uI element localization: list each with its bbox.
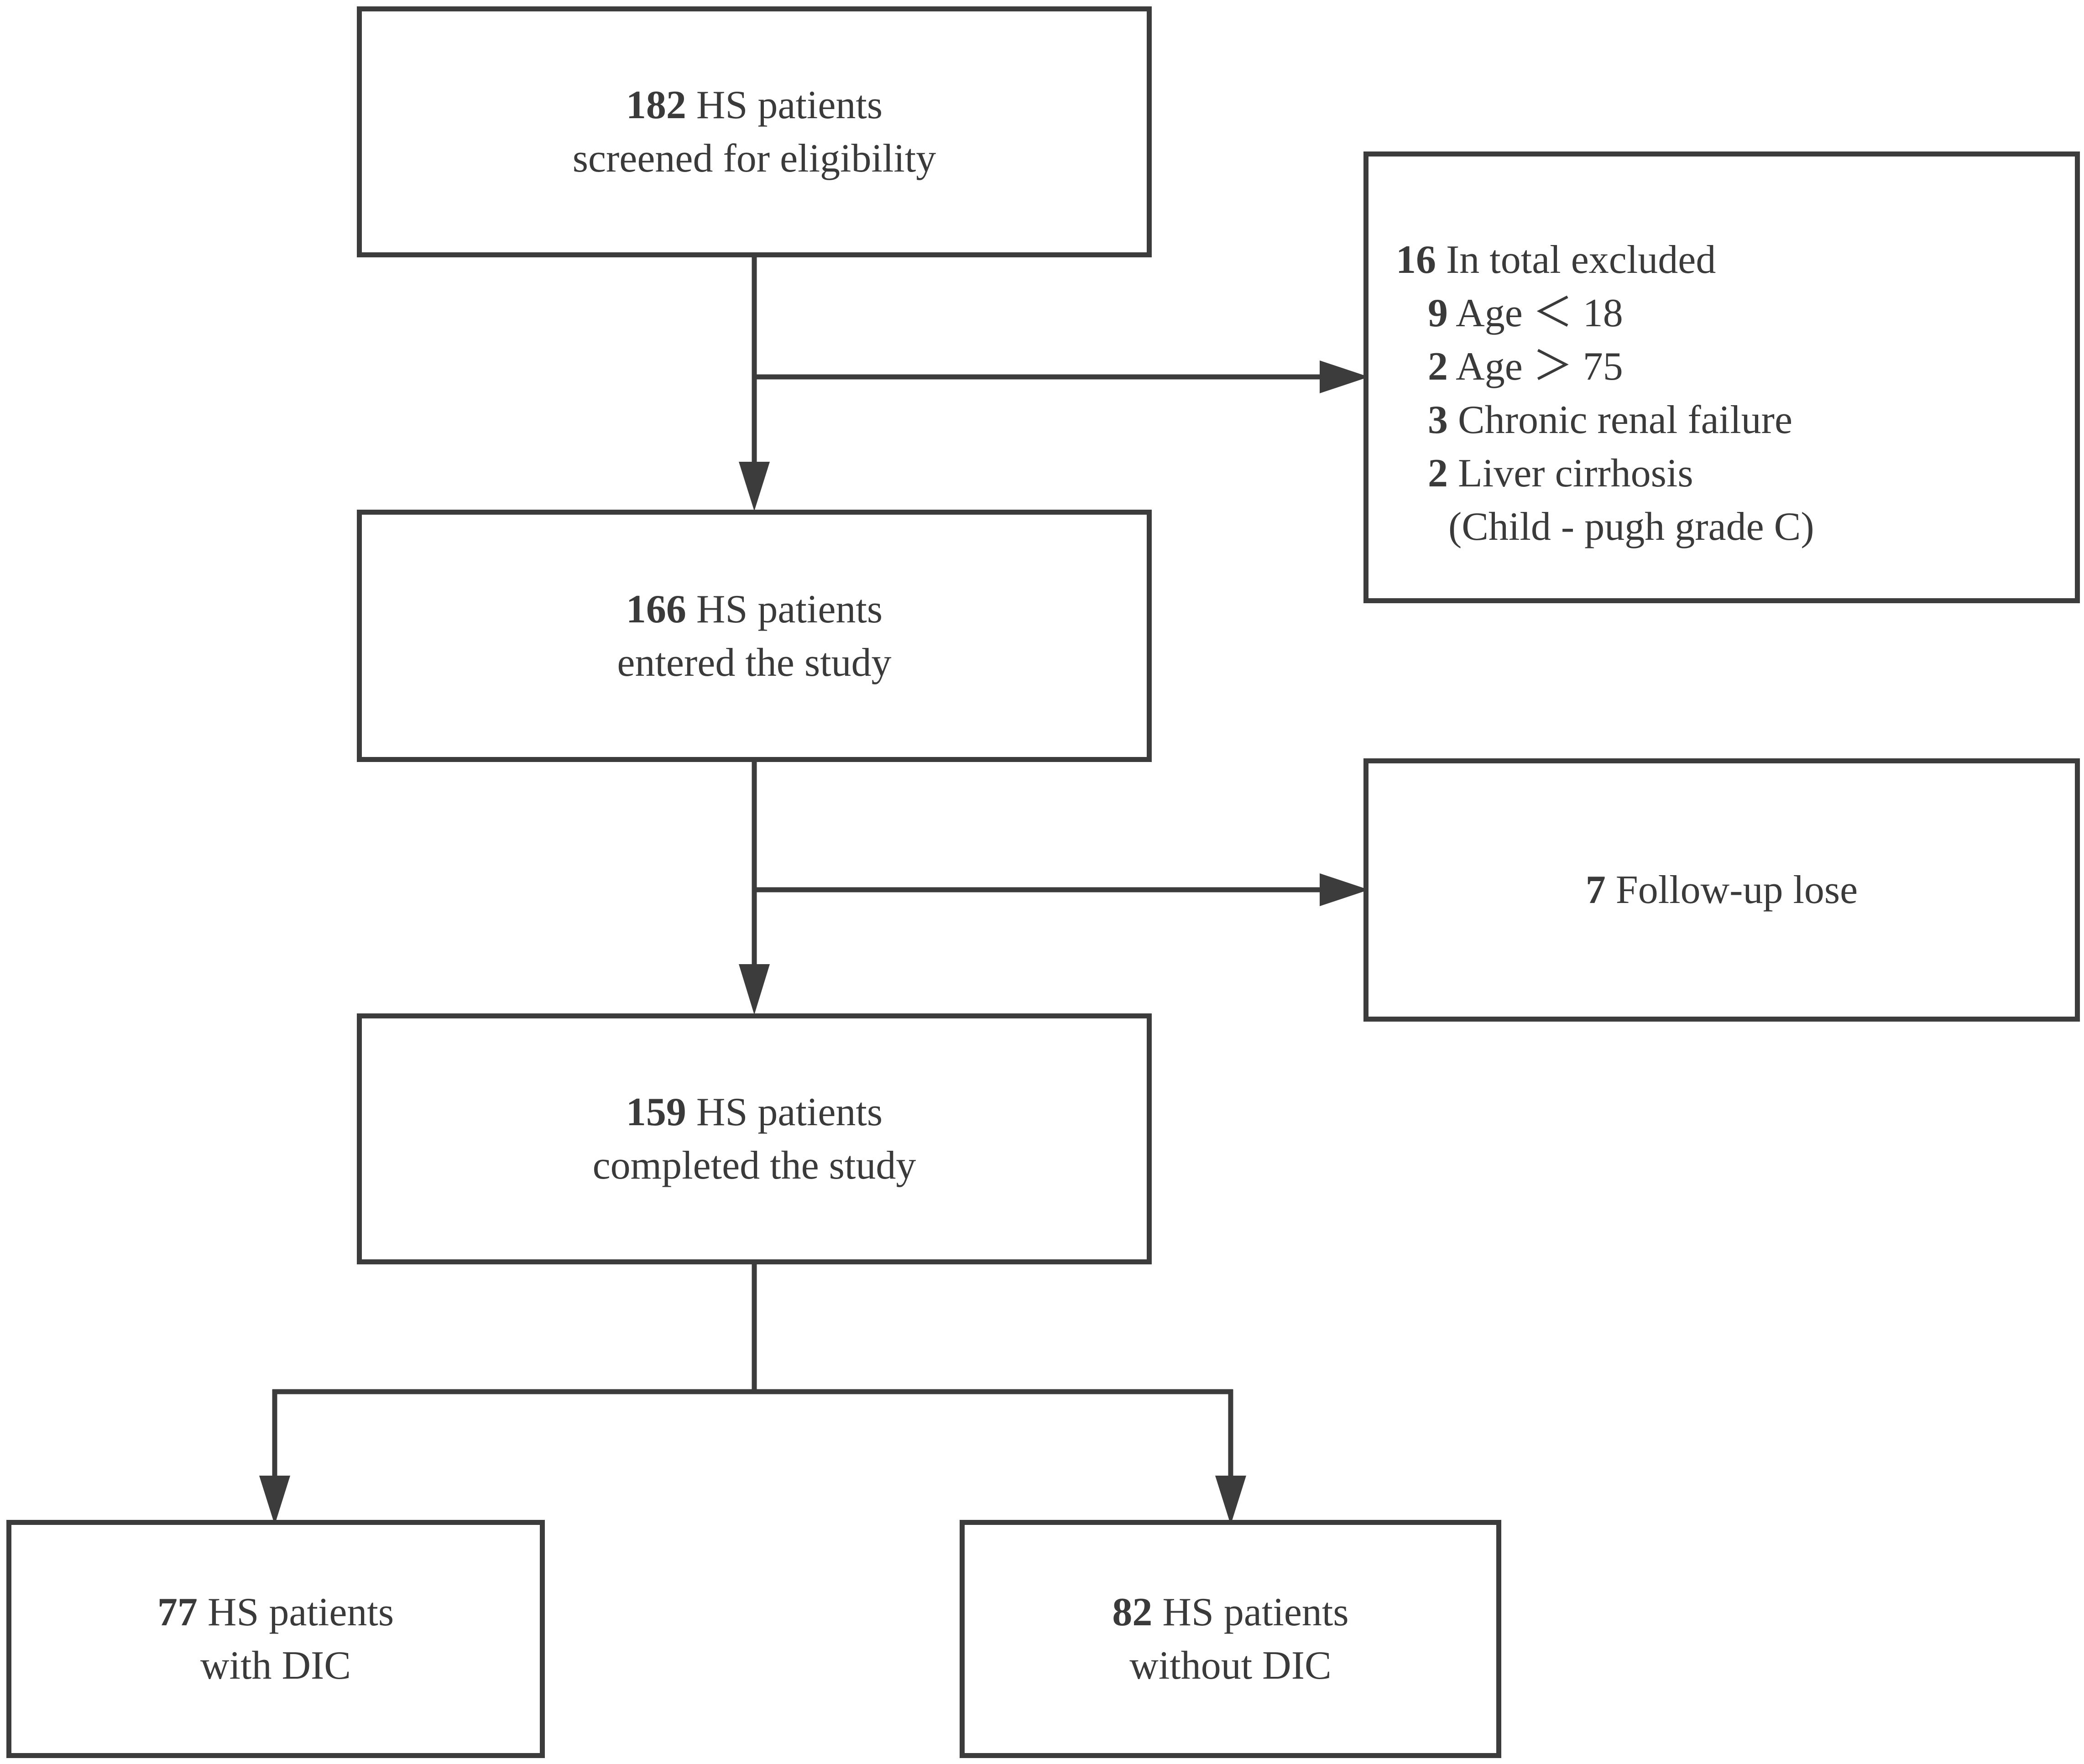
arrowhead-to-completed xyxy=(739,964,770,1015)
with-dic-line-1: 77 HS patients xyxy=(157,1590,394,1634)
box-completed: 159 HS patients completed the study xyxy=(357,1013,1152,1264)
completed-line-2: completed the study xyxy=(592,1143,916,1188)
arrowhead-to-with-dic xyxy=(259,1476,290,1525)
entered-line-1: 166 HS patients xyxy=(626,587,883,631)
screened-line-1: 182 HS patients xyxy=(626,83,883,127)
excluded-item: 3 Chronic renal failure xyxy=(1428,398,1793,442)
excluded-title: 16 In total excluded xyxy=(1396,238,1716,282)
excluded-item: 2 Age ＞ 75 xyxy=(1428,344,1623,389)
arrowhead-to-entered xyxy=(739,462,770,511)
box-with-dic: 77 HS patients with DIC xyxy=(6,1520,545,1758)
with-dic-line-2: with DIC xyxy=(200,1644,351,1688)
arrowhead-to-excluded xyxy=(1320,360,1369,393)
excluded-note: (Child - pugh grade C) xyxy=(1448,505,1814,549)
box-followup: 7 Follow-up lose xyxy=(1363,758,2080,1022)
box-entered: 166 HS patients entered the study xyxy=(357,510,1152,762)
followup-line: 7 Follow-up lose xyxy=(1585,868,1858,912)
excluded-item: 2 Liver cirrhosis xyxy=(1428,451,1693,496)
arrowhead-to-followup xyxy=(1320,873,1369,906)
arrowhead-to-without-dic xyxy=(1215,1476,1246,1525)
entered-line-2: entered the study xyxy=(617,640,892,685)
completed-line-1: 159 HS patients xyxy=(626,1090,883,1134)
box-excluded: 16 In total excluded 9 Age ＜ 18 2 Age ＞ … xyxy=(1363,151,2080,603)
without-dic-line-1: 82 HS patients xyxy=(1112,1590,1349,1634)
excluded-item: 9 Age ＜ 18 xyxy=(1428,291,1623,335)
without-dic-line-2: without DIC xyxy=(1129,1644,1332,1688)
screened-line-2: screened for eligibility xyxy=(572,136,936,181)
box-screened: 182 HS patients screened for eligibility xyxy=(357,6,1152,257)
box-without-dic: 82 HS patients without DIC xyxy=(960,1520,1501,1758)
